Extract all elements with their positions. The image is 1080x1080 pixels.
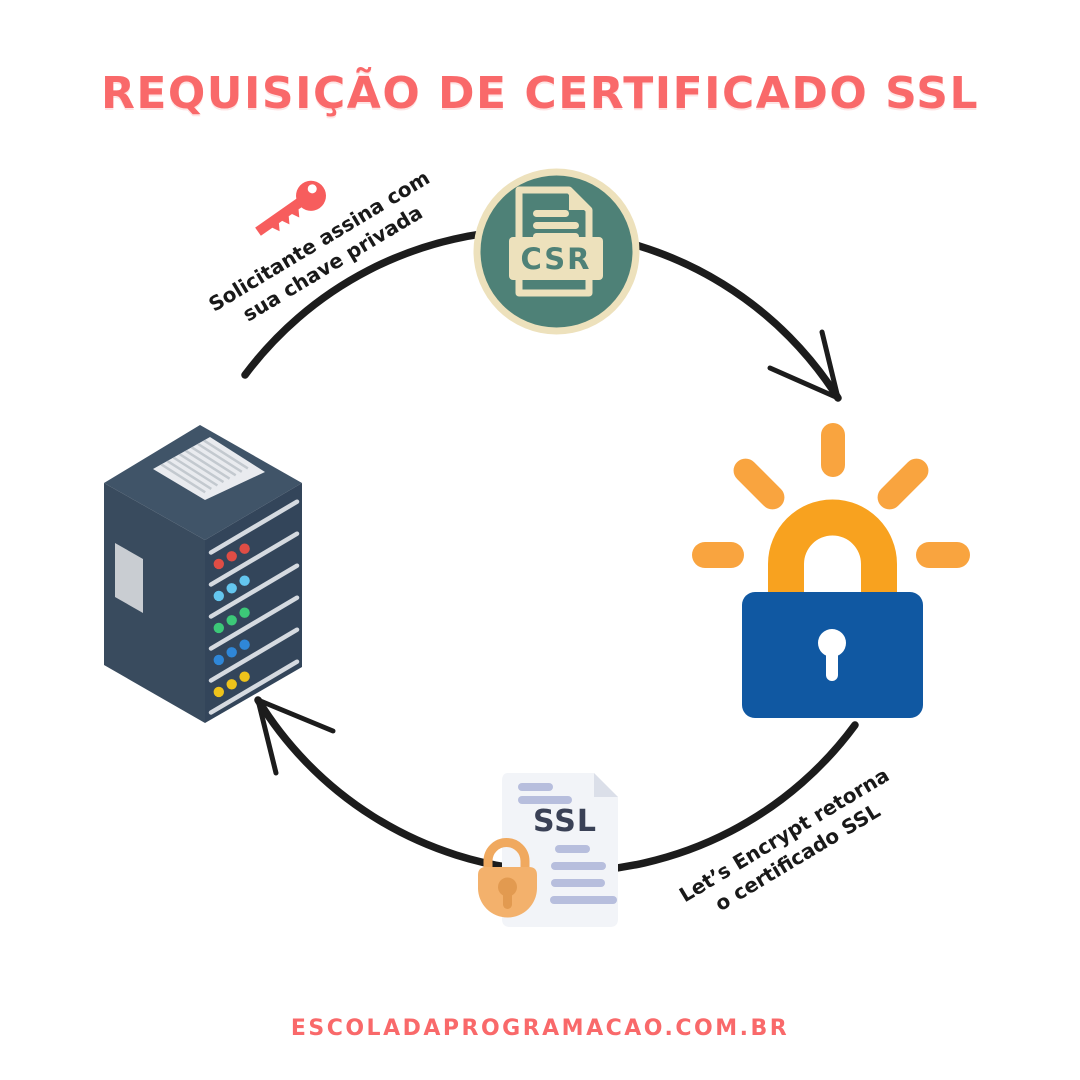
ssl-padlock-icon — [478, 838, 537, 918]
ssl-label: SSL — [533, 804, 597, 839]
lets-encrypt-lock-icon — [692, 423, 970, 718]
ssl-certificate-icon: SSL — [478, 773, 618, 927]
website-url: ESCOLADAPROGRAMACAO.COM.BR — [290, 1016, 790, 1041]
server-led-lights — [213, 543, 250, 698]
csr-label: CSR — [520, 242, 591, 276]
server-rack-icon — [104, 425, 302, 723]
private-key-icon — [255, 180, 327, 236]
page-title: REQUISIÇÃO DE CERTIFICADO SSL — [100, 68, 980, 119]
csr-file-icon: CSR — [473, 168, 640, 335]
